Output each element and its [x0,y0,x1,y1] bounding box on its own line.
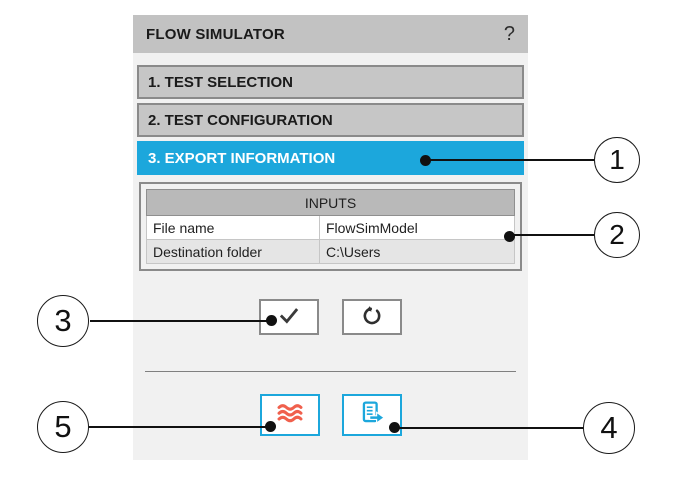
callout-line-5 [89,426,272,428]
callout-line-1 [425,159,595,161]
callout-number: 5 [54,409,72,444]
inputs-table-header: INPUTS [146,189,515,216]
title-bar: FLOW SIMULATOR ? [133,15,528,53]
tab-label: 3. EXPORT INFORMATION [148,149,336,167]
reset-icon [359,302,385,333]
callout-number: 2 [609,219,625,250]
reset-button[interactable] [342,299,402,335]
callout-dot-4 [389,422,400,433]
wave-icon [275,401,305,430]
callout-dot-3 [266,315,277,326]
file-name-value[interactable]: FlowSimModel [318,215,516,240]
help-icon[interactable]: ? [503,23,515,45]
callout-number: 3 [54,303,72,338]
tool-button-row [133,394,528,436]
tab-label: 2. TEST CONFIGURATION [148,111,333,129]
destination-folder-value[interactable]: C:\Users [318,239,516,264]
tab-export-information[interactable]: 3. EXPORT INFORMATION [137,141,524,175]
callout-dot-1 [420,155,431,166]
callout-circle-5: 5 [37,401,89,453]
callout-circle-1: 1 [594,137,640,183]
tab-label: 1. TEST SELECTION [148,73,294,91]
callout-line-4 [394,427,584,429]
page-title: FLOW SIMULATOR [146,25,285,43]
callout-circle-2: 2 [594,212,640,258]
callout-number: 1 [609,144,625,175]
row-label-file-name: File name [146,215,320,240]
flow-button[interactable] [259,394,320,436]
callout-line-2 [510,234,595,236]
callout-circle-4: 4 [583,402,635,454]
tab-test-selection[interactable]: 1. TEST SELECTION [137,65,524,99]
inputs-table-container: INPUTS File name FlowSimModel Destinatio… [139,182,522,271]
table-row: File name FlowSimModel [146,215,516,240]
row-label-destination-folder: Destination folder [146,239,320,264]
callout-number: 4 [600,410,618,445]
callout-circle-3: 3 [37,295,89,347]
check-icon [275,302,303,333]
section-tabs: 1. TEST SELECTION 2. TEST CONFIGURATION … [133,65,528,175]
inputs-table: INPUTS File name FlowSimModel Destinatio… [146,189,516,264]
callout-line-3 [90,320,272,322]
export-icon [357,400,387,431]
confirm-button[interactable] [259,299,319,335]
divider [145,371,516,372]
tab-test-configuration[interactable]: 2. TEST CONFIGURATION [137,103,524,137]
table-row: Destination folder C:\Users [146,239,516,264]
flow-simulator-panel: FLOW SIMULATOR ? 1. TEST SELECTION 2. TE… [133,15,528,460]
callout-dot-5 [265,421,276,432]
callout-dot-2 [504,231,515,242]
action-button-row [133,299,528,335]
